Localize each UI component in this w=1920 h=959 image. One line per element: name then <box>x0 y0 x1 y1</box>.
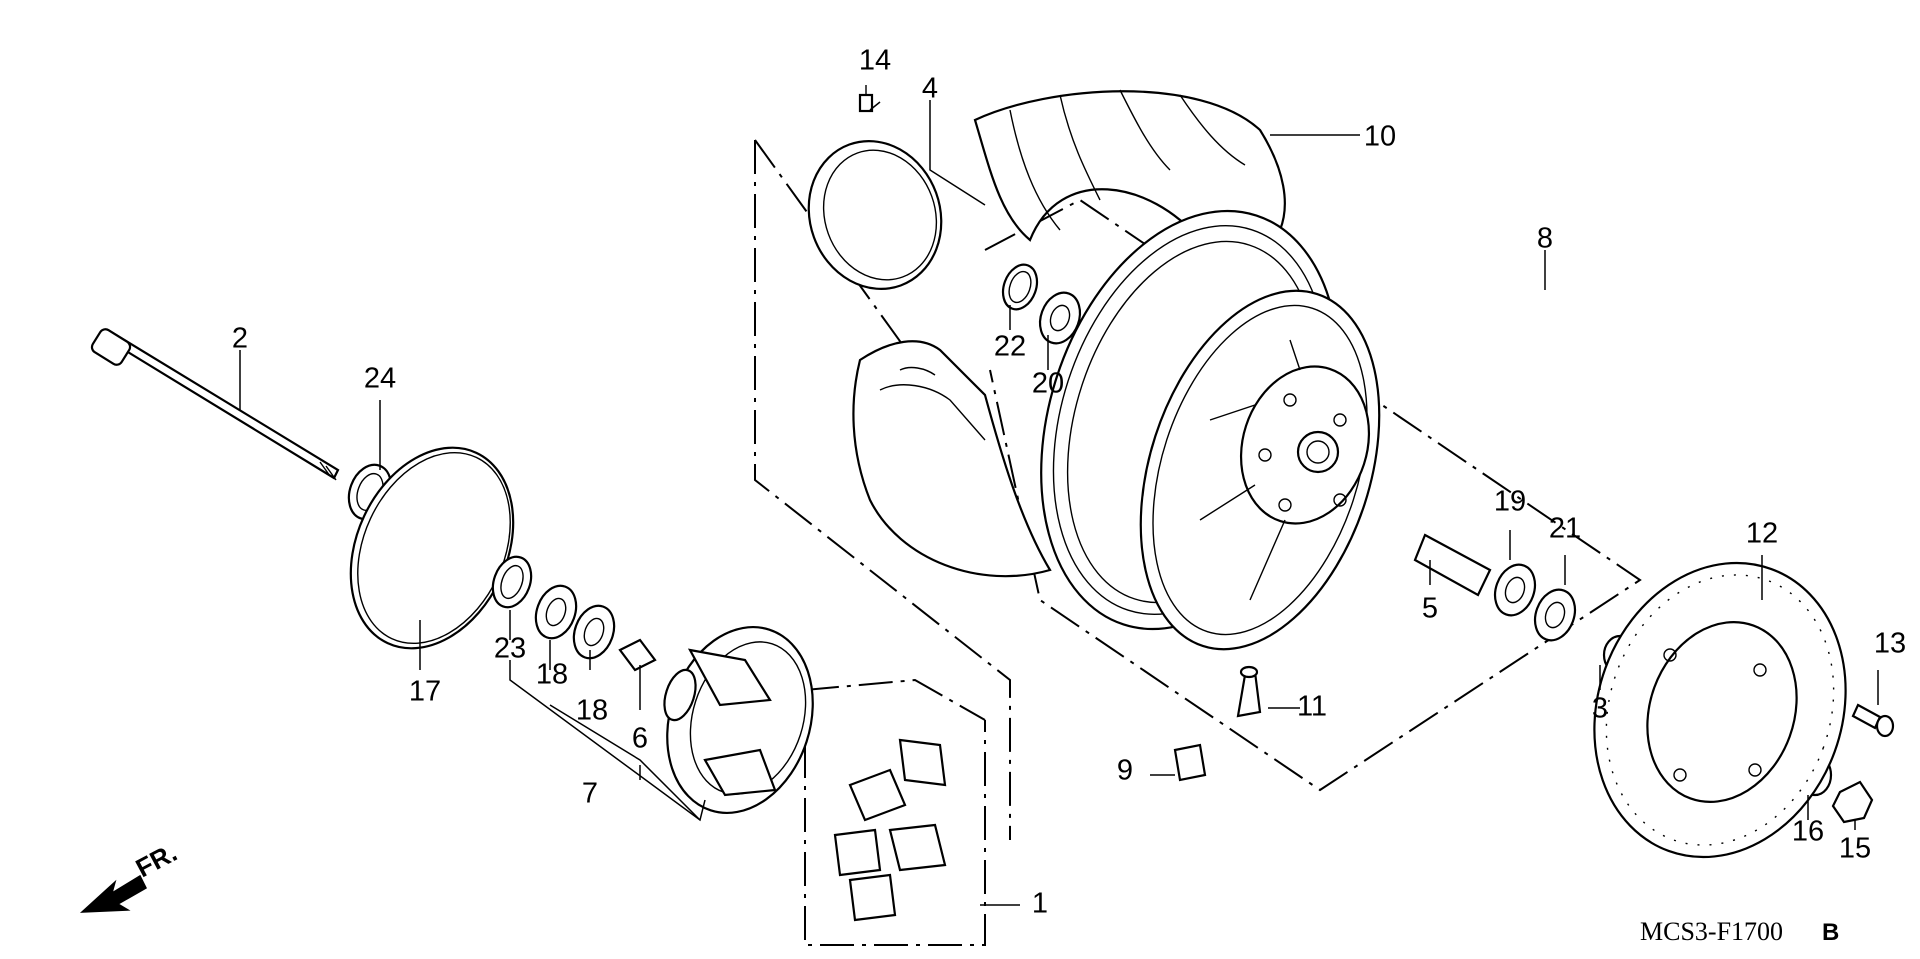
leader-lines <box>239 100 1879 906</box>
callout-15: 15 <box>1839 833 1871 865</box>
callout-6: 6 <box>632 723 648 755</box>
callout-10: 10 <box>1364 121 1396 153</box>
callout-3: 3 <box>1592 693 1608 725</box>
damper-rubber-part <box>833 738 947 922</box>
callout-5: 5 <box>1422 593 1438 625</box>
driven-flange-part <box>663 625 814 815</box>
callout-17: 17 <box>409 676 441 708</box>
callout-8: 8 <box>1537 223 1553 255</box>
diagram-code: MCS3-F1700 B <box>1640 917 1839 946</box>
callout-23: 23 <box>494 633 526 665</box>
callout-14: 14 <box>859 45 891 77</box>
wheel-rim-part <box>1040 209 1381 651</box>
callout-18-b: 18 <box>576 695 608 727</box>
callout-16: 16 <box>1792 816 1824 848</box>
callout-13: 13 <box>1874 628 1906 660</box>
callout-22: 22 <box>994 331 1026 363</box>
callout-12: 12 <box>1746 518 1778 550</box>
axle-part <box>90 328 340 481</box>
tire-part <box>852 89 1286 578</box>
callout-20: 20 <box>1032 368 1064 400</box>
brake-disc-part <box>1593 561 1847 859</box>
callout-1: 1 <box>1032 888 1048 920</box>
callout-11: 11 <box>1297 691 1327 723</box>
callout-9: 9 <box>1117 755 1133 787</box>
diagram-code-text: MCS3-F1700 <box>1640 917 1783 946</box>
callout-2: 2 <box>232 323 248 355</box>
pulser-ring-part <box>807 85 943 291</box>
callout-19: 19 <box>1494 486 1526 518</box>
callout-7: 7 <box>582 778 598 810</box>
callout-21: 21 <box>1549 513 1581 545</box>
diagram-revision: B <box>1822 919 1839 946</box>
callout-4: 4 <box>922 73 938 105</box>
callout-labels: 1 2 3 4 5 6 7 8 9 10 11 12 13 14 15 16 1… <box>232 45 1906 920</box>
small-parts <box>347 263 1895 824</box>
front-direction-arrow: FR. <box>79 837 182 913</box>
callout-18-a: 18 <box>536 659 568 691</box>
callout-24: 24 <box>364 363 396 395</box>
